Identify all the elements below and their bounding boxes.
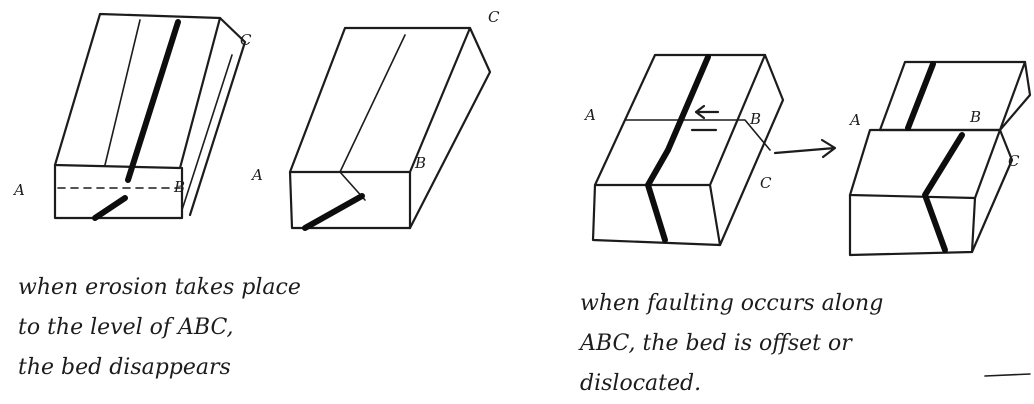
label-a: A <box>583 106 596 124</box>
bed-upper <box>125 19 181 183</box>
label-a: A <box>12 181 25 199</box>
caption-line: to the level of ABC, <box>18 315 234 340</box>
caption-line: when faulting occurs along <box>580 291 884 316</box>
margin-stroke <box>984 373 1031 377</box>
label-b: B <box>173 178 185 196</box>
block-fault-1: A B C <box>583 53 785 247</box>
label-b: B <box>749 110 761 128</box>
label-b: B <box>414 154 426 172</box>
caption-line: dislocated. <box>580 371 702 396</box>
label-c: C <box>488 8 500 26</box>
label-c: C <box>1008 152 1020 170</box>
label-b: B <box>969 108 981 126</box>
bed-lower <box>922 132 965 253</box>
arrow-left-icon <box>694 104 720 120</box>
bed-lower <box>92 195 128 221</box>
caption-line: ABC, the bed is offset or <box>580 331 852 356</box>
caption-erosion: when erosion takes place to the level of… <box>18 268 301 388</box>
block-fault-2: A B C <box>848 60 1032 257</box>
caption-faulting: when faulting occurs along ABC, the bed … <box>580 284 883 404</box>
caption-line: when erosion takes place <box>18 275 301 300</box>
block-erosion-1: A B C <box>12 12 252 221</box>
label-a: A <box>848 111 861 129</box>
label-a: A <box>250 166 263 184</box>
label-c: C <box>760 174 772 192</box>
bed-upper <box>905 61 936 131</box>
bed-upper <box>645 54 711 243</box>
transition-arrow-icon <box>773 138 837 159</box>
block-erosion-2: A B C <box>250 8 500 231</box>
bed-remnant <box>302 193 365 231</box>
label-c: C <box>240 31 252 49</box>
caption-line: the bed disappears <box>18 355 231 380</box>
